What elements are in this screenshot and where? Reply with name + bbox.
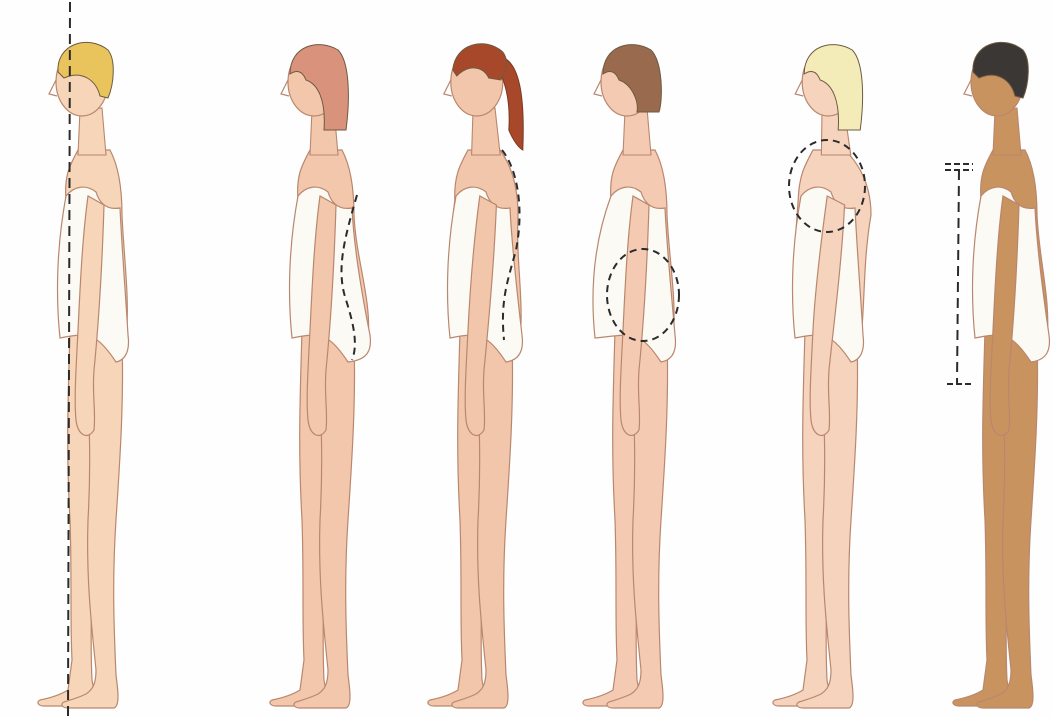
figure-3 [428,44,523,708]
bracket-line [957,170,959,384]
figure-4 [583,45,679,708]
figure-5 [773,45,871,708]
figure-2 [270,45,371,708]
figure-1 [38,2,129,716]
figure-6 [945,42,1049,708]
